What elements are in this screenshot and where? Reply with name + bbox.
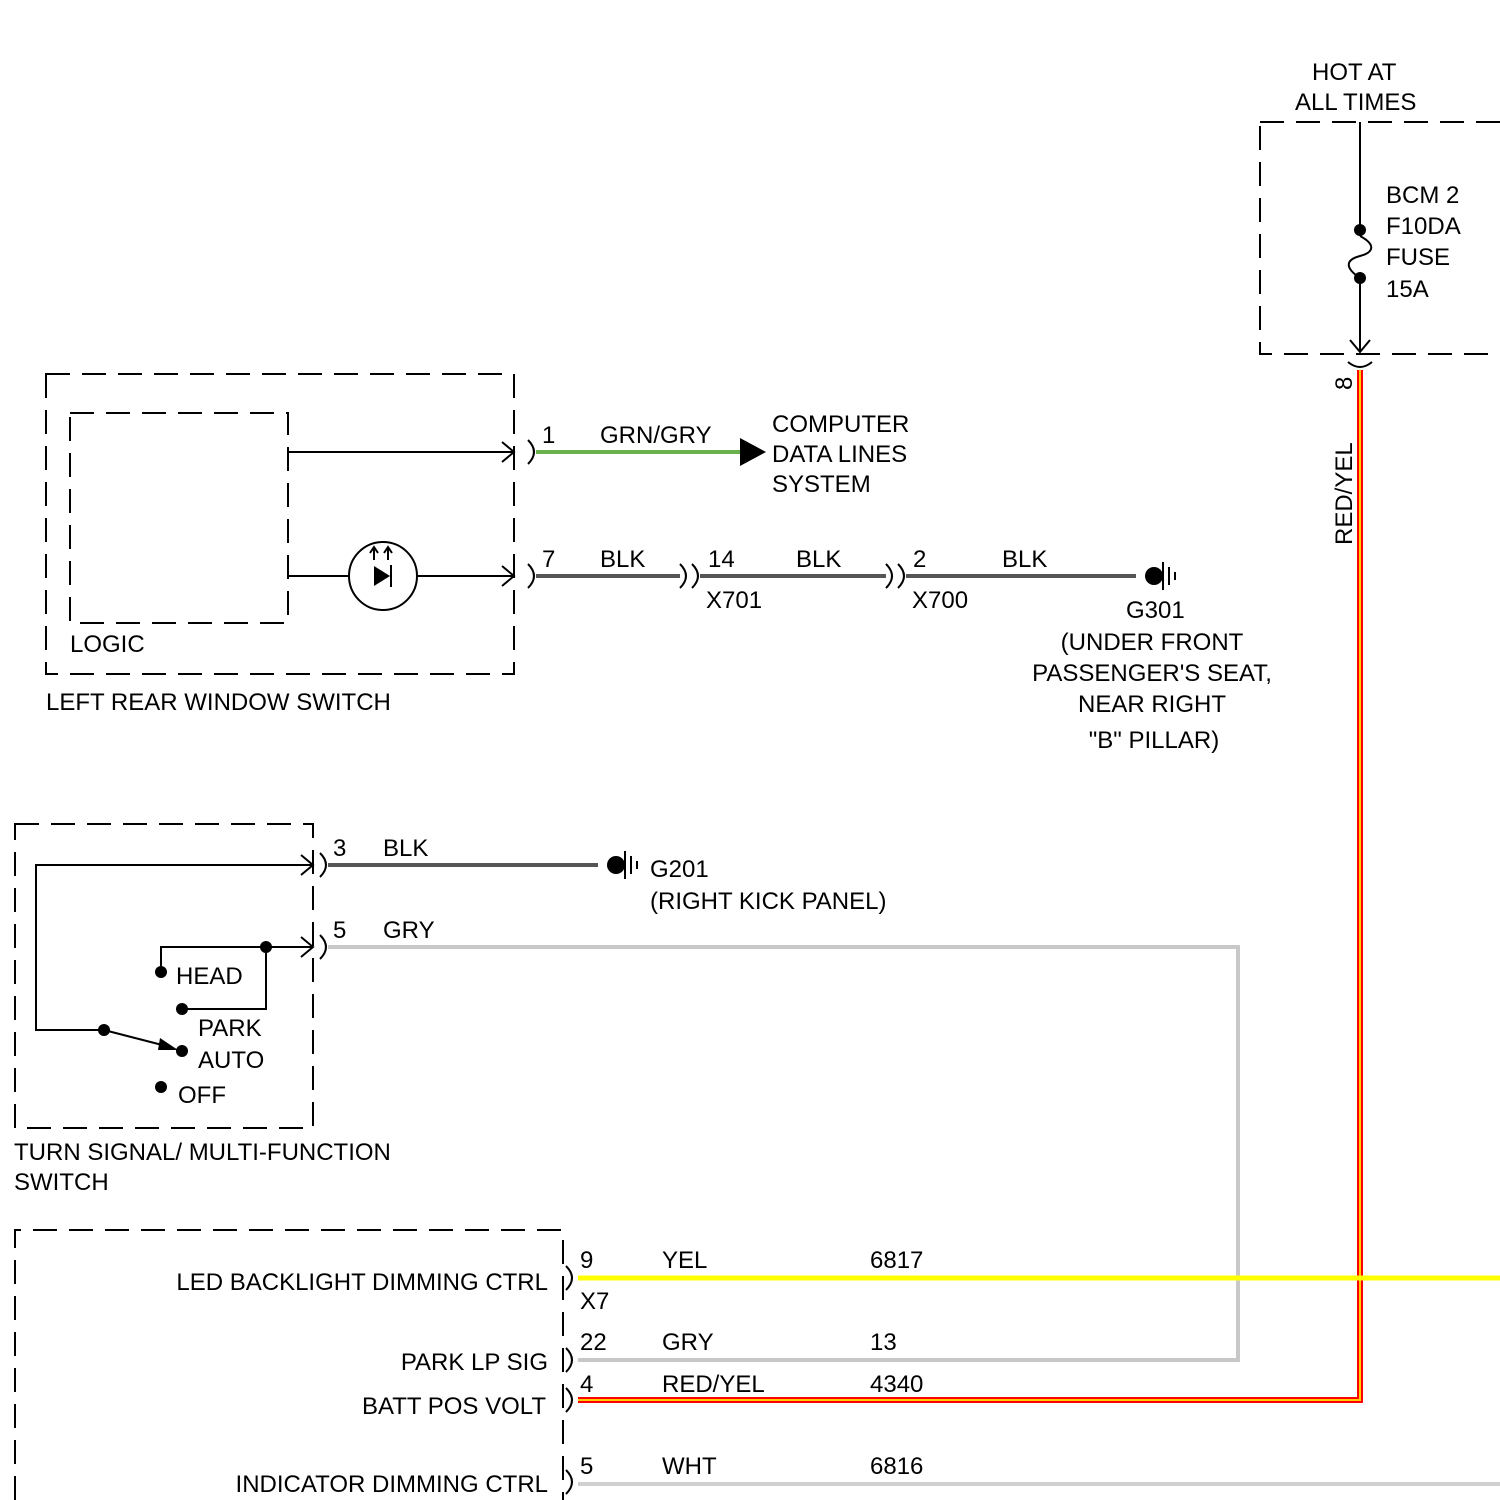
g301-loc-line3: NEAR RIGHT — [1078, 691, 1226, 718]
x701-pin-label: 14 — [708, 546, 735, 573]
g301-loc-line2: PASSENGER'S SEAT, — [1032, 660, 1272, 687]
pin1-label: 1 — [542, 422, 555, 449]
ground-icon-g301 — [1145, 562, 1175, 590]
pin22-connector — [566, 1348, 572, 1372]
fuse-label-line2: F10DA — [1386, 213, 1461, 240]
pin4-label: 4 — [580, 1371, 593, 1398]
pin1-connector — [528, 440, 534, 464]
wire-blk-1-label: BLK — [600, 546, 645, 573]
switch-blade-tip — [158, 1038, 178, 1050]
ground-icon-g201 — [607, 851, 637, 879]
module-row-label-indicator-dimming: INDICATOR DIMMING CTRL — [236, 1471, 548, 1498]
wire-gry-label: GRY — [662, 1329, 714, 1356]
pos-off-label: OFF — [178, 1082, 226, 1109]
wire-gry-park — [328, 947, 1238, 1360]
pin3-wire-label: BLK — [383, 835, 428, 862]
x700-label: X700 — [912, 587, 968, 614]
module-row-label-park-lp-sig: PARK LP SIG — [401, 1349, 548, 1376]
led-light-arrows-icon — [370, 547, 392, 560]
window-switch-section: LOGIC LEFT REAR WINDOW SWITCH 1 GRN/GRY … — [46, 374, 1272, 754]
wire-yel-label: YEL — [662, 1247, 707, 1274]
pin3-label: 3 — [333, 835, 346, 862]
data-dest-line3: SYSTEM — [772, 471, 871, 498]
wire-wht-circuit: 6816 — [870, 1453, 923, 1480]
wire-red-yel-circuit: 4340 — [870, 1371, 923, 1398]
x700-pin-label: 2 — [913, 546, 926, 573]
g301-loc-line4: "B" PILLAR) — [1089, 727, 1219, 754]
module-row-label-led-backlight: LED BACKLIGHT DIMMING CTRL — [176, 1269, 548, 1296]
pin3-connector — [320, 853, 326, 877]
hot-label-line1: HOT AT — [1312, 59, 1397, 86]
pin5-module-connector — [566, 1470, 572, 1494]
module-row-label-batt-pos-volt: BATT POS VOLT — [362, 1393, 546, 1420]
pos-head-label: HEAD — [176, 963, 243, 990]
wire-red-yel-stripe — [578, 370, 1360, 1400]
pin9-connector — [566, 1266, 572, 1290]
pin9-label: 9 — [580, 1247, 593, 1274]
fuse-wire-label: RED/YEL — [1331, 442, 1358, 545]
window-switch-outline — [46, 374, 514, 674]
data-dest-line2: DATA LINES — [772, 441, 907, 468]
pos-park-label: PARK — [198, 1015, 262, 1042]
wire-yel-circuit: 6817 — [870, 1247, 923, 1274]
pin22-label: 22 — [580, 1329, 607, 1356]
wire-red-yel-red — [578, 370, 1360, 1400]
contact-off — [155, 1081, 167, 1093]
power-section: HOT AT ALL TIMES BCM 2 F10DA FUSE 15A 8 … — [1260, 59, 1500, 545]
pin5-module-label: 5 — [580, 1453, 593, 1480]
multifunction-title-line1: TURN SIGNAL/ MULTI-FUNCTION — [14, 1139, 391, 1166]
g301-label: G301 — [1126, 597, 1185, 624]
fuse-label-line4: 15A — [1386, 276, 1429, 303]
window-switch-title: LEFT REAR WINDOW SWITCH — [46, 689, 391, 716]
g301-loc-line1: (UNDER FRONT — [1061, 629, 1244, 656]
x701-label: X701 — [706, 587, 762, 614]
fuse-pin-connector — [1348, 362, 1372, 367]
wire-blk-2-label: BLK — [796, 546, 841, 573]
x701-connector — [680, 564, 698, 588]
wire-red-yel-row-label: RED/YEL — [662, 1371, 765, 1398]
logic-box — [70, 413, 288, 623]
multifunction-title-line2: SWITCH — [14, 1169, 109, 1196]
hot-label-line2: ALL TIMES — [1295, 89, 1416, 116]
pin5-connector — [320, 935, 326, 959]
fuse-terminal-top — [1354, 224, 1366, 236]
x700-connector — [886, 564, 904, 588]
led-diode-triangle — [374, 566, 390, 586]
pin4-connector — [566, 1388, 572, 1412]
wire-red-yel — [578, 370, 1360, 1400]
x7-connector-label: X7 — [580, 1288, 609, 1315]
contact-auto — [176, 1045, 188, 1057]
fuse-label-line1: BCM 2 — [1386, 182, 1459, 209]
wire-blk-3-label: BLK — [1002, 546, 1047, 573]
fuse-symbol — [1349, 236, 1372, 278]
wire-gry-circuit: 13 — [870, 1329, 897, 1356]
data-lines-arrow — [740, 438, 766, 466]
fuse-box-outline — [1260, 122, 1500, 354]
wire-grn-gry-label: GRN/GRY — [600, 422, 712, 449]
pin5-label: 5 — [333, 917, 346, 944]
wire-wht-label: WHT — [662, 1453, 717, 1480]
module-section: LED BACKLIGHT DIMMING CTRL 9 X7 YEL 6817… — [15, 1230, 1500, 1500]
logic-label: LOGIC — [70, 631, 145, 658]
pin7-connector — [528, 564, 534, 588]
data-dest-line1: COMPUTER — [772, 411, 909, 438]
pos-auto-label: AUTO — [198, 1047, 264, 1074]
pin5-wire-label: GRY — [383, 917, 435, 944]
g201-loc: (RIGHT KICK PANEL) — [650, 888, 886, 915]
g201-label: G201 — [650, 856, 709, 883]
fuse-label-line3: FUSE — [1386, 244, 1450, 271]
bus-junction — [260, 941, 272, 953]
fuse-pin-label: 8 — [1331, 377, 1358, 390]
pin7-label: 7 — [542, 546, 555, 573]
